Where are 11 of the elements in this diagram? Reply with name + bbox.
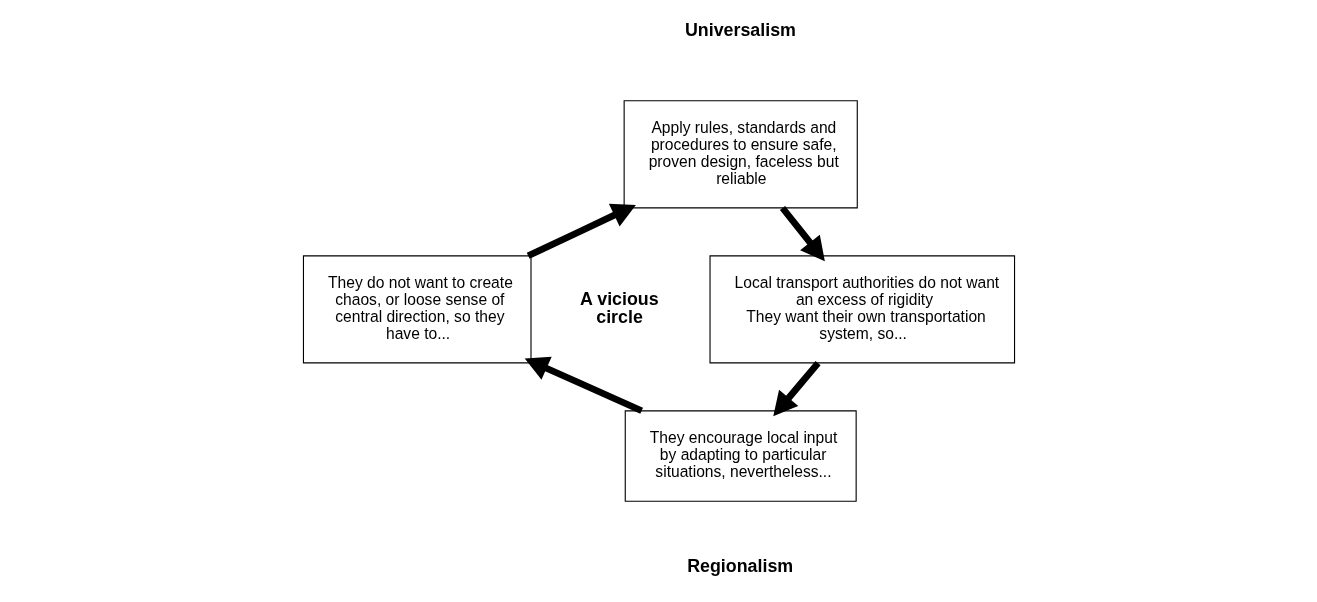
node-box: They do not want to create chaos, or loose sense of central direction, so they have to... bbox=[302, 255, 532, 364]
node-box: Local transport authorities do not want an excess of rigidity They want their own transportation system, so... bbox=[708, 255, 1015, 364]
label: Universalism bbox=[684, 19, 796, 40]
arrow bbox=[524, 356, 643, 414]
arrow bbox=[526, 203, 636, 259]
node-box: Apply rules, standards and procedures to ensure safe, proven design, faceless but reliable bbox=[623, 100, 858, 209]
label: Regionalism bbox=[686, 556, 793, 577]
arrow bbox=[772, 360, 821, 417]
node-box: They encourage local input by adapting to particular situations, nevertheless... bbox=[624, 410, 857, 502]
arrow bbox=[779, 205, 825, 262]
label: A vicious circle bbox=[579, 288, 659, 327]
